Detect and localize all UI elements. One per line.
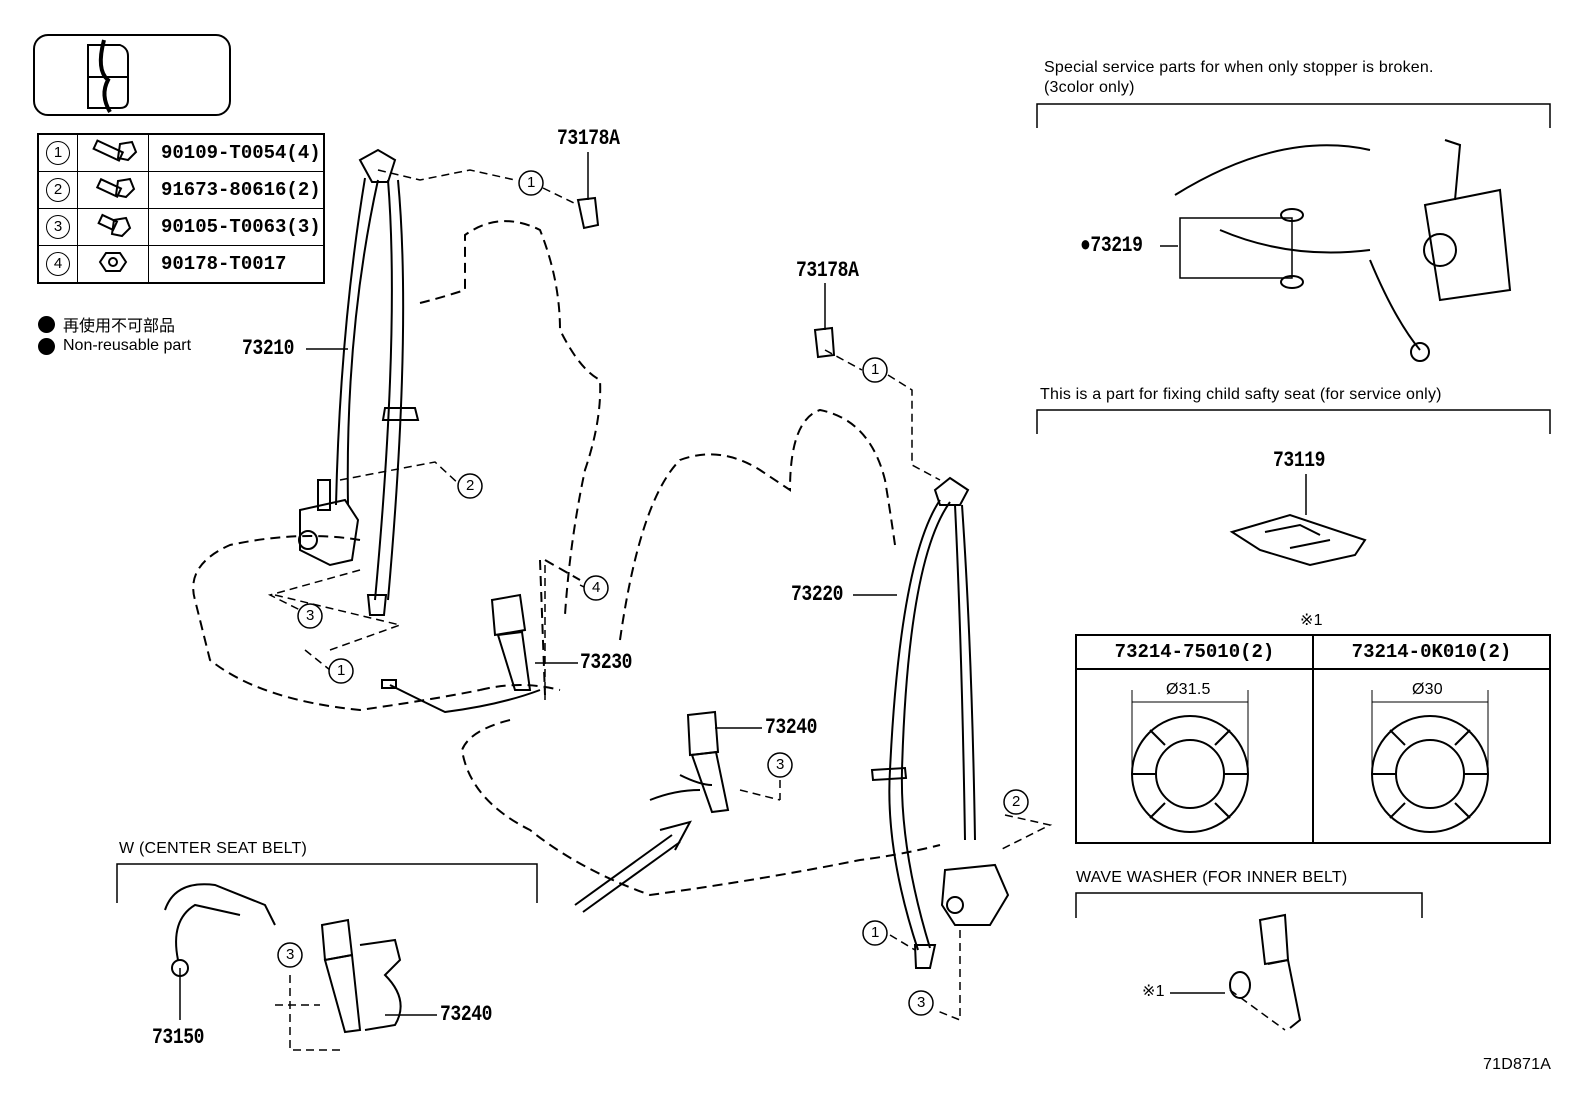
part-73150: 73150 bbox=[152, 1025, 205, 1050]
nut-icon bbox=[98, 251, 128, 272]
left-seat-outline bbox=[192, 220, 602, 712]
part-73178A-right: 73178A bbox=[796, 258, 859, 283]
diagram-id: 71D871A bbox=[1483, 1056, 1552, 1073]
callout-3: 3 bbox=[286, 946, 295, 963]
bolt-medium-icon bbox=[95, 177, 136, 198]
bullet-icon bbox=[38, 337, 55, 355]
callout-1: 1 bbox=[337, 662, 346, 679]
callout-3: 3 bbox=[306, 607, 315, 624]
washer-diameter-left: Ø31.5 bbox=[1166, 681, 1211, 698]
bolt-short-icon bbox=[97, 213, 132, 237]
legend-jp: 再使用不可部品 bbox=[38, 312, 175, 336]
center-belt-shape bbox=[164, 883, 402, 1034]
callout-circles bbox=[277, 170, 1029, 1016]
washer-table: 73214-75010(2) 73214-0K010(2) bbox=[1075, 634, 1551, 844]
callout-3: 3 bbox=[776, 756, 785, 773]
fastener-table: 1 90109-T0054(4) 2 91673-80616(2) 3 9010… bbox=[37, 133, 325, 284]
table-row: 4 90178-T0017 bbox=[37, 245, 325, 284]
reference-mark: ※1 bbox=[1142, 983, 1165, 1000]
part-73240-bottom: 73240 bbox=[440, 1002, 493, 1027]
buckle-73230-shape bbox=[381, 593, 541, 714]
direction-arrow bbox=[574, 820, 692, 913]
part-73220: 73220 bbox=[791, 582, 844, 607]
part-73230: 73230 bbox=[580, 650, 633, 675]
legend-text: 再使用不可部品 bbox=[63, 318, 176, 335]
legend-en: Non-reusable part bbox=[38, 337, 191, 355]
callout-1: 1 bbox=[871, 361, 880, 378]
washer-diameter-right: Ø30 bbox=[1412, 681, 1443, 698]
washer-col1-header: 73214-75010(2) bbox=[1075, 634, 1314, 670]
seat-belt-73210-shape bbox=[298, 148, 420, 616]
vehicle-location-icon bbox=[33, 34, 231, 116]
part-code: 90178-T0017 bbox=[148, 245, 325, 284]
part-73219: ●73219 bbox=[1080, 233, 1143, 258]
table-row: 2 91673-80616(2) bbox=[37, 171, 325, 209]
center-belt-heading: W (CENTER SEAT BELT) bbox=[119, 840, 308, 857]
washer-col2-header: 73214-0K010(2) bbox=[1312, 634, 1551, 670]
reference-mark: ※1 bbox=[1300, 612, 1323, 629]
bolt-long-icon bbox=[92, 138, 138, 162]
buckle-73240-mid-shape bbox=[649, 710, 730, 814]
right-seat-outline bbox=[460, 408, 941, 897]
special-note-line2: (3color only) bbox=[1044, 79, 1135, 96]
clip-73178A-shapes bbox=[576, 196, 836, 359]
child-seat-note: This is a part for fixing child safty se… bbox=[1040, 386, 1442, 403]
callout-2: 2 bbox=[466, 477, 475, 494]
callout-4: 4 bbox=[592, 579, 601, 596]
part-73178A-left: 73178A bbox=[557, 126, 620, 151]
part-73240-mid: 73240 bbox=[765, 715, 818, 740]
bullet-icon bbox=[38, 315, 55, 333]
callout-1: 1 bbox=[871, 924, 880, 941]
callout-2: 2 bbox=[1012, 793, 1021, 810]
row-number: 2 bbox=[46, 178, 70, 202]
wave-washer-heading: WAVE WASHER (FOR INNER BELT) bbox=[1076, 869, 1348, 886]
wave-washer-shape bbox=[1229, 913, 1302, 1029]
legend-text: Non-reusable part bbox=[63, 337, 192, 354]
special-note-line1: Special service parts for when only stop… bbox=[1044, 59, 1434, 76]
part-73119: 73119 bbox=[1273, 448, 1326, 473]
part-code: 90105-T0063(3) bbox=[148, 208, 325, 246]
part-73210: 73210 bbox=[242, 336, 295, 361]
callout-3: 3 bbox=[917, 994, 926, 1011]
table-row: 1 90109-T0054(4) bbox=[37, 133, 325, 172]
child-seat-plate-73119-shape bbox=[1229, 513, 1367, 567]
row-number: 4 bbox=[46, 252, 70, 276]
seat-belt-73220-shape bbox=[870, 476, 1010, 969]
row-number: 1 bbox=[46, 141, 70, 165]
table-row: 3 90105-T0063(3) bbox=[37, 208, 325, 246]
row-number: 3 bbox=[46, 215, 70, 239]
callout-1: 1 bbox=[527, 174, 536, 191]
part-code: 90109-T0054(4) bbox=[148, 133, 325, 172]
part-code: 91673-80616(2) bbox=[148, 171, 325, 209]
stopper-73219-shape bbox=[1174, 139, 1512, 362]
